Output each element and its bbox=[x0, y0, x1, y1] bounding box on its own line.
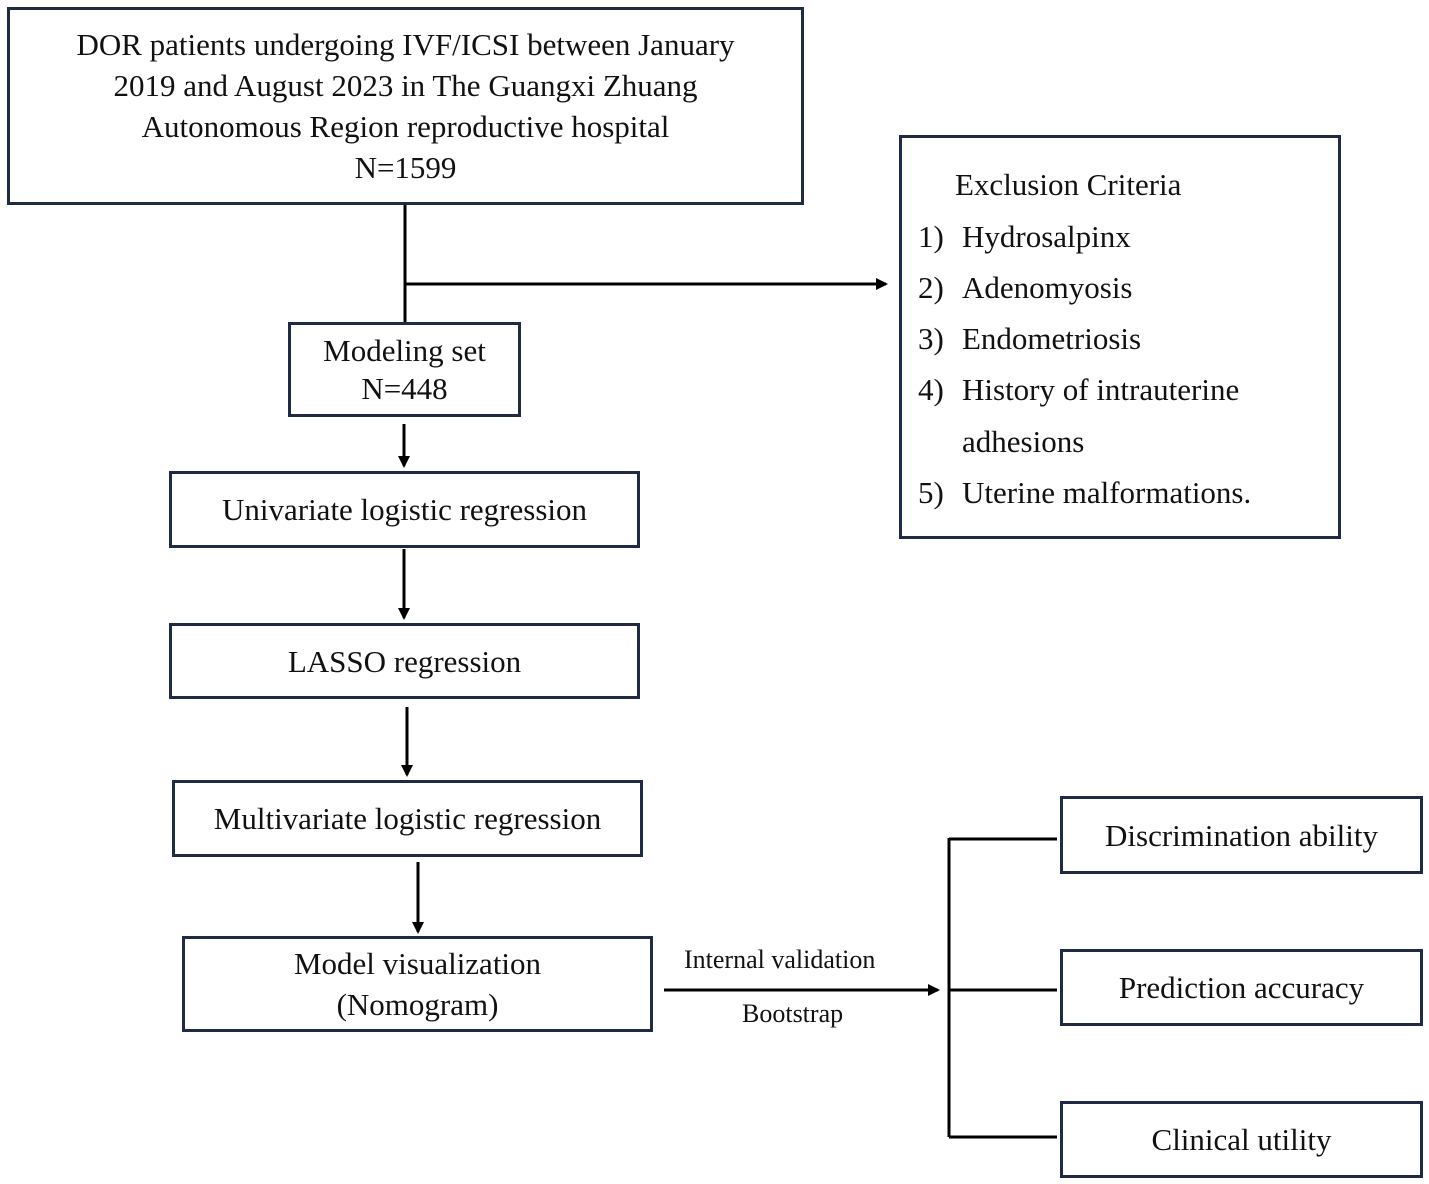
exclusion-item-number: 2) bbox=[918, 270, 944, 305]
univariate-regression-label: Univariate logistic regression bbox=[221, 492, 587, 527]
exclusion-item-text: Hydrosalpinx bbox=[962, 219, 1131, 254]
prediction-accuracy-box: Prediction accuracy bbox=[1060, 949, 1423, 1026]
model-visualization-sublabel: (Nomogram) bbox=[336, 987, 499, 1022]
lasso-regression-box: LASSO regression bbox=[169, 623, 640, 699]
exclusion-item-text: adhesions bbox=[962, 424, 1085, 459]
exclusion-title: Exclusion Criteria bbox=[955, 167, 1182, 202]
clinical-utility-label: Clinical utility bbox=[1151, 1122, 1332, 1157]
source-count: N=1599 bbox=[354, 150, 457, 185]
lasso-regression-label: LASSO regression bbox=[287, 643, 522, 679]
exclusion-criteria-box bbox=[899, 135, 1341, 539]
exclusion-item-number: 3) bbox=[918, 321, 944, 356]
discrimination-ability-label: Discrimination ability bbox=[1105, 817, 1378, 853]
source-line-3: Autonomous Region reproductive hospital bbox=[141, 109, 670, 144]
internal-validation-label: Internal validation bbox=[684, 945, 876, 974]
exclusion-item-number: 5) bbox=[918, 475, 944, 510]
bootstrap-label: Bootstrap bbox=[742, 999, 844, 1028]
prediction-accuracy-label: Prediction accuracy bbox=[1118, 970, 1365, 1005]
exclusion-item-number: 1) bbox=[918, 219, 944, 254]
exclusion-item-text: Uterine malformations. bbox=[962, 475, 1252, 510]
source-line-1: DOR patients undergoing IVF/ICSI between… bbox=[76, 27, 735, 62]
univariate-regression-box: Univariate logistic regression bbox=[169, 471, 640, 548]
model-visualization-label: Model visualization bbox=[293, 946, 542, 981]
exclusion-item-text: Endometriosis bbox=[962, 321, 1142, 356]
modeling-set-count: N=448 bbox=[361, 370, 448, 406]
discrimination-ability-box: Discrimination ability bbox=[1060, 796, 1423, 874]
exclusion-item-text: Adenomyosis bbox=[962, 270, 1133, 305]
exclusion-item-number: 4) bbox=[918, 372, 944, 407]
modeling-set-box: Modeling set N=448 bbox=[288, 322, 521, 417]
exclusion-item-text: History of intrauterine bbox=[962, 372, 1240, 407]
source-population-box: DOR patients undergoing IVF/ICSI between… bbox=[7, 7, 804, 205]
multivariate-regression-label: Multivariate logistic regression bbox=[213, 801, 602, 836]
modeling-set-label: Modeling set bbox=[323, 332, 486, 368]
model-visualization-box: Model visualization (Nomogram) bbox=[182, 936, 653, 1032]
clinical-utility-box: Clinical utility bbox=[1060, 1101, 1423, 1178]
multivariate-regression-box: Multivariate logistic regression bbox=[172, 780, 643, 857]
source-line-2: 2019 and August 2023 in The Guangxi Zhua… bbox=[113, 68, 698, 103]
